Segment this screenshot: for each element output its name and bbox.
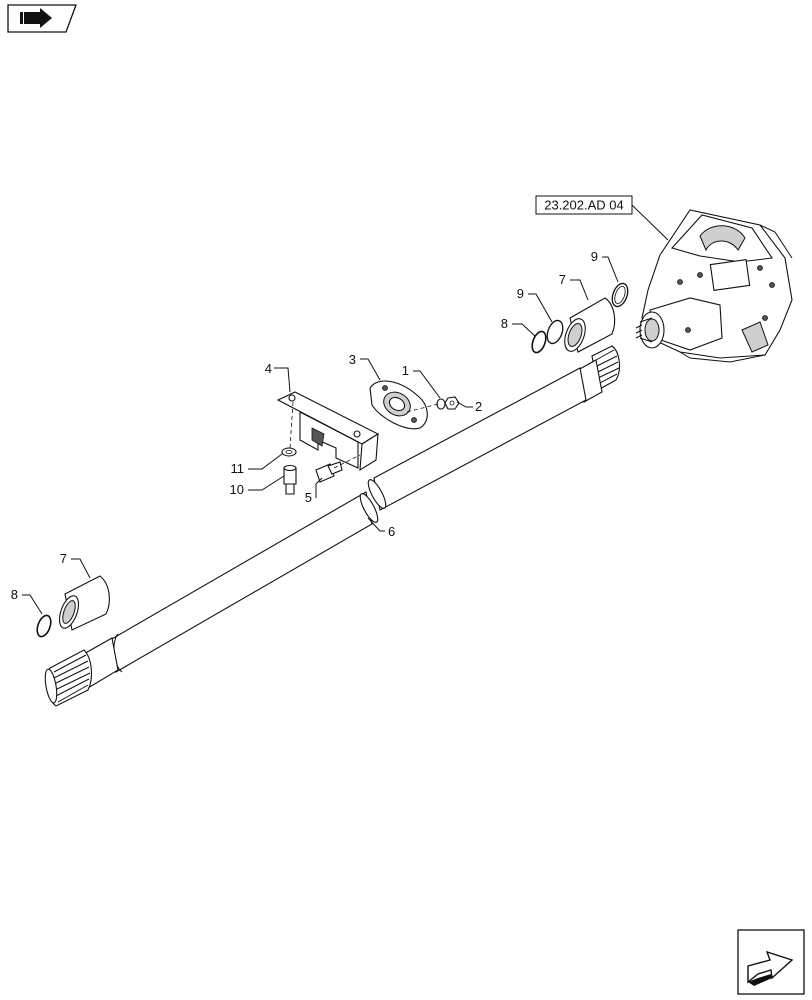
callout-8-upper: 8 xyxy=(501,316,508,331)
snap-ring-9-upper xyxy=(611,282,629,308)
circlip-8-upper xyxy=(531,330,547,354)
reference-label: 23.202.AD 04 xyxy=(544,198,624,213)
needle-bearing-7-upper xyxy=(564,297,616,353)
callout-10: 10 xyxy=(230,482,244,497)
callout-11: 11 xyxy=(231,461,245,476)
circlip-8-lower xyxy=(36,614,52,638)
book-arrow-icon[interactable] xyxy=(7,4,77,33)
callout-6: 6 xyxy=(388,524,395,539)
callout-7-upper: 7 xyxy=(559,272,566,287)
callout-labels: 1 2 3 4 5 6 7 7 8 8 9 9 10 11 xyxy=(11,249,598,602)
washer-11 xyxy=(281,447,297,457)
assembly-guide-lines xyxy=(289,401,439,469)
next-page-arrow-icon[interactable] xyxy=(737,929,805,995)
gearbox-assembly xyxy=(635,209,793,363)
nut-2 xyxy=(444,396,460,410)
callout-5: 5 xyxy=(305,490,312,505)
screw-5 xyxy=(315,461,343,483)
callout-8-lower: 8 xyxy=(11,587,18,602)
drive-shaft-6 xyxy=(44,345,621,707)
callout-9-lower: 9 xyxy=(517,286,524,301)
callout-7-lower: 7 xyxy=(60,551,67,566)
snap-ring-9-lower xyxy=(546,319,564,345)
callout-9-upper: 9 xyxy=(591,249,598,264)
flange-bearing-3 xyxy=(369,380,428,430)
screw-10 xyxy=(283,464,297,495)
callout-leaders xyxy=(22,256,619,615)
callout-3: 3 xyxy=(349,352,356,367)
callout-4: 4 xyxy=(265,361,272,376)
reference-label-box[interactable]: 23.202.AD 04 xyxy=(535,195,669,241)
washer-1 xyxy=(436,398,446,410)
mounting-bracket-4 xyxy=(276,391,380,472)
needle-bearing-7-lower xyxy=(58,575,110,631)
callout-2: 2 xyxy=(475,399,482,414)
callout-1: 1 xyxy=(402,363,409,378)
